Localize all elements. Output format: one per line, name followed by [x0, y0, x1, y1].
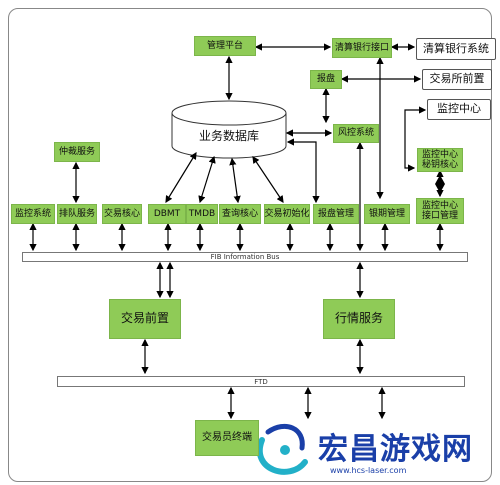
arrow-db-quote-mgmt	[286, 138, 320, 204]
trade-init-box: 交易初始化	[264, 204, 310, 224]
monitoring-center-box: 监控中心	[427, 99, 491, 120]
clearing-bank-interface-box: 清算银行接口	[332, 38, 392, 58]
mgmt-platform-box: 管理平台	[194, 36, 256, 56]
monitor-system-box: 监控系统	[11, 204, 55, 224]
watermark-logo	[256, 424, 308, 475]
query-core-box: 查询核心	[219, 204, 261, 224]
ftd-bus: FTD	[57, 376, 465, 387]
watermark-url: www.hcs-laser.com	[330, 466, 407, 475]
fib-information-bus: FIB Information Bus	[22, 252, 468, 262]
monitor-interface-mgmt-box: 监控中心 接口管理	[416, 198, 464, 224]
trade-core-box: 交易核心	[102, 204, 142, 224]
queue-service-box: 排队服务	[57, 204, 97, 224]
quote-report-box: 报盘	[310, 70, 342, 89]
monitor-key-core-box: 监控中心 秘钥核心	[417, 148, 463, 172]
clearing-bank-system-box: 清算银行系统	[416, 38, 496, 60]
risk-system-box: 风控系统	[333, 124, 379, 143]
arrow-db-init	[252, 156, 284, 203]
tmdb-box: TMDB	[186, 204, 218, 224]
arrow-db-dbmt	[165, 151, 197, 204]
database-label: 业务数据库	[199, 128, 259, 143]
quote-mgmt-box: 报盘管理	[313, 204, 359, 224]
market-service-box: 行情服务	[323, 299, 395, 339]
outer-frame	[8, 8, 492, 482]
dbmt-box: DBMT	[148, 204, 186, 224]
settlement-mgmt-box: 银期管理	[364, 204, 410, 224]
exchange-front-box: 交易所前置	[422, 69, 492, 90]
arrow-db-query	[229, 157, 241, 204]
watermark-title: 宏昌游戏网	[318, 432, 473, 467]
trader-terminal-box: 交易员终端	[195, 420, 259, 456]
diamond-connector	[435, 175, 445, 193]
arbitration-service-box: 仲裁服务	[54, 142, 100, 162]
arrow-db-tmdb	[198, 155, 216, 204]
arrow-monitoring-center	[404, 106, 427, 172]
trade-front-box: 交易前置	[109, 299, 181, 339]
database-cylinder: 业务数据库	[171, 100, 287, 159]
